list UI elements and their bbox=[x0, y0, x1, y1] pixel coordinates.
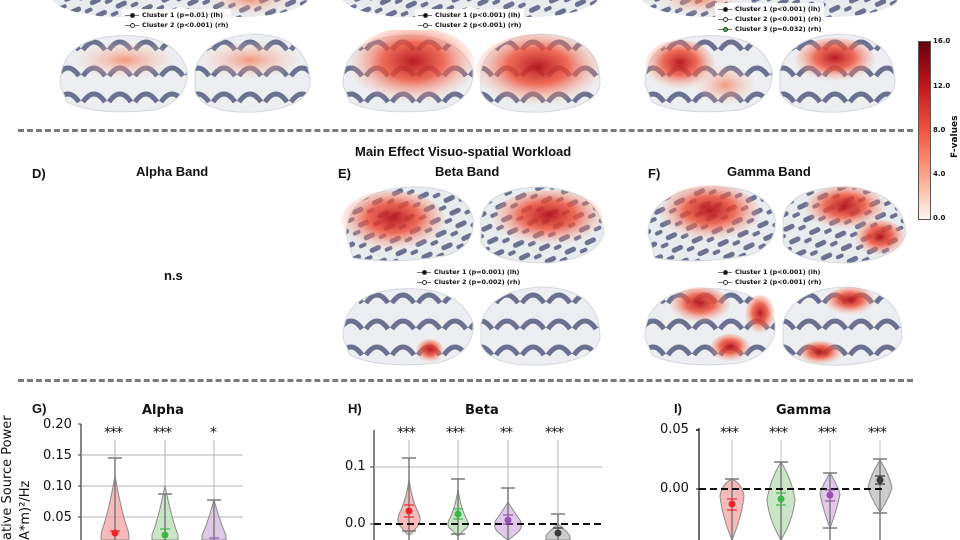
brain-medial-b bbox=[342, 30, 601, 113]
panel-label-d: D) bbox=[32, 166, 46, 181]
filled-marker-icon bbox=[418, 11, 432, 19]
y-tick: 0.20 bbox=[43, 417, 72, 432]
filled-marker-icon bbox=[718, 268, 732, 276]
hollow-marker-icon bbox=[125, 21, 139, 29]
colorbar-tick: 16.0 bbox=[933, 37, 951, 45]
colorbar-tick: 12.0 bbox=[933, 82, 951, 90]
colorbar-label: F-values bbox=[950, 115, 960, 159]
brain-lateral-gamma bbox=[647, 185, 907, 264]
filled-marker-icon bbox=[125, 11, 139, 19]
panel-label-f: F) bbox=[648, 166, 661, 181]
significance-stars: *** bbox=[153, 425, 172, 441]
plot-title-gamma: Gamma bbox=[776, 403, 832, 418]
brain-medial-c bbox=[644, 33, 896, 113]
y-tick: 0.15 bbox=[43, 448, 72, 463]
panel-title-alpha-band: Alpha Band bbox=[136, 164, 209, 179]
plot-title-alpha: Alpha bbox=[142, 403, 184, 418]
violin-plot-alpha bbox=[78, 423, 243, 540]
y-axis-label-units: A*m)²/Hz bbox=[18, 480, 33, 540]
colorbar-tick: 8.0 bbox=[933, 126, 946, 134]
hollow-marker-icon bbox=[718, 15, 732, 23]
y-tick: 0.1 bbox=[345, 459, 366, 474]
y-axis-label: ative Source Power bbox=[0, 415, 15, 540]
brain-medial-gamma bbox=[644, 286, 903, 366]
section-title: Main Effect Visuo-spatial Workload bbox=[355, 144, 572, 159]
significance-stars: *** bbox=[446, 425, 465, 441]
significance-stars: *** bbox=[397, 425, 416, 441]
significance-stars: *** bbox=[720, 425, 739, 441]
panel-label-g: G) bbox=[32, 401, 47, 416]
filled-marker-icon bbox=[718, 5, 732, 13]
panel-title-beta-band: Beta Band bbox=[435, 164, 500, 179]
panel-label-e: E) bbox=[338, 166, 351, 181]
y-tick: 0.10 bbox=[43, 479, 72, 494]
panel-title-gamma-band: Gamma Band bbox=[727, 164, 811, 179]
cluster-legend-b: Cluster 1 (p<0.001) (lh) Cluster 2 (p<0.… bbox=[415, 9, 525, 31]
significance-stars: *** bbox=[104, 425, 123, 441]
y-tick: 0.0 bbox=[345, 516, 366, 531]
cluster-legend-beta: Cluster 1 (p=0.001) (lh) Cluster 2 (p=0.… bbox=[414, 266, 524, 288]
significance-stars: * bbox=[210, 425, 217, 441]
section-divider bbox=[18, 379, 913, 382]
significance-stars: *** bbox=[818, 425, 837, 441]
hollow-marker-icon bbox=[418, 21, 432, 29]
not-significant-label: n.s bbox=[164, 268, 183, 283]
cluster-legend-c: Cluster 1 (p<0.001) (lh) Cluster 2 (p<0.… bbox=[715, 3, 825, 35]
brain-medial-a bbox=[59, 33, 311, 113]
hollow-marker-icon bbox=[417, 278, 431, 286]
cluster-legend-a: Cluster 1 (p=0.01) (lh) Cluster 2 (p<0.0… bbox=[122, 9, 232, 31]
section-divider bbox=[18, 129, 913, 132]
colorbar-tick: 4.0 bbox=[933, 170, 946, 178]
violin-plot-gamma bbox=[696, 428, 893, 540]
y-tick: 0.00 bbox=[660, 481, 689, 496]
plot-title-beta: Beta bbox=[465, 403, 499, 418]
panel-label-h: H) bbox=[348, 401, 362, 416]
panel-label-i: I) bbox=[674, 401, 682, 416]
significance-stars: *** bbox=[769, 425, 788, 441]
filled-marker-icon bbox=[417, 268, 431, 276]
violin-plot-beta bbox=[370, 430, 602, 540]
green-marker-icon bbox=[718, 25, 732, 33]
y-tick: 0.05 bbox=[660, 422, 689, 437]
brain-medial-beta bbox=[342, 286, 601, 366]
brain-lateral-beta bbox=[341, 186, 605, 264]
y-tick: 0.05 bbox=[43, 510, 72, 525]
cluster-legend-gamma: Cluster 1 (p<0.001) (lh) Cluster 2 (p<0.… bbox=[715, 266, 825, 288]
hollow-marker-icon bbox=[718, 278, 732, 286]
significance-stars: *** bbox=[545, 425, 564, 441]
colorbar-tick: 0.0 bbox=[933, 214, 946, 222]
colorbar bbox=[918, 41, 931, 220]
significance-stars: ** bbox=[500, 425, 513, 441]
significance-stars: *** bbox=[868, 425, 887, 441]
